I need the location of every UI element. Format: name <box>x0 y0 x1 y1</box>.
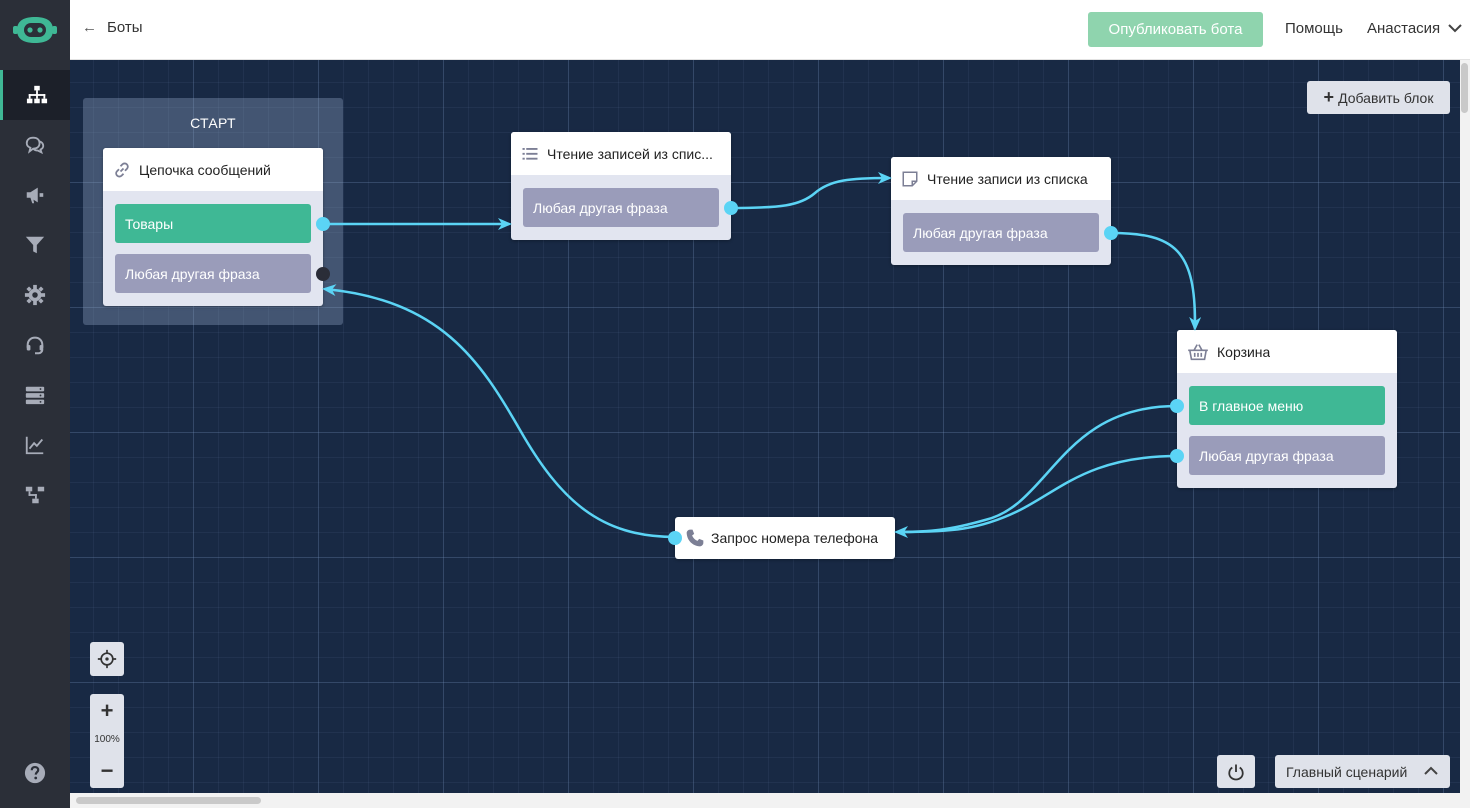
power-icon <box>1228 764 1244 780</box>
button-label: Любая другая фраза <box>1199 447 1334 464</box>
crosshair-icon <box>97 649 117 669</box>
port-phone-out[interactable] <box>668 531 682 545</box>
block-title: Запрос номера телефона <box>711 530 879 546</box>
sidebar-item-scenarios[interactable] <box>0 70 70 120</box>
start-group-label: СТАРТ <box>190 115 236 131</box>
block-header[interactable]: Корзина <box>1177 330 1397 373</box>
horizontal-scrollbar[interactable] <box>70 793 1460 808</box>
vertical-scrollbar[interactable] <box>1460 60 1470 808</box>
block-button-products[interactable]: Товары <box>115 204 311 243</box>
publish-bot-button[interactable]: Опубликовать бота <box>1088 12 1263 47</box>
button-label: В главное меню <box>1199 397 1304 414</box>
back-link-label: Боты <box>107 19 143 36</box>
center-view-button[interactable] <box>90 642 124 676</box>
top-bar: ← Боты Опубликовать бота Помощь Анастаси… <box>70 0 1470 60</box>
zoom-out-button[interactable]: − <box>100 758 114 783</box>
arrow-left-icon: ← <box>82 19 97 36</box>
chevron-down-icon <box>1448 24 1462 33</box>
hierarchy-icon <box>25 486 45 504</box>
sidebar-item-chats[interactable] <box>0 120 70 170</box>
chat-icon <box>25 136 45 155</box>
list-icon <box>521 145 539 163</box>
block-title: Чтение записей из спис... <box>547 145 713 162</box>
link-icon <box>113 161 131 179</box>
chart-icon <box>25 436 44 455</box>
basket-icon <box>1187 343 1209 361</box>
power-toggle-button[interactable] <box>1217 755 1255 788</box>
sidebar-item-filters[interactable] <box>0 220 70 270</box>
back-to-bots-link[interactable]: ← Боты <box>82 19 143 36</box>
port-main-menu[interactable] <box>1170 399 1184 413</box>
block-title: Цепочка сообщений <box>139 161 271 178</box>
zoom-level: 100% <box>94 734 120 745</box>
sidebar-item-broadcasts[interactable] <box>0 170 70 220</box>
block-header[interactable]: Чтение записи из списка <box>891 157 1111 200</box>
block-header[interactable]: Чтение записей из спис... <box>511 132 731 175</box>
block-phone-request[interactable]: Запрос номера телефона <box>675 517 895 559</box>
port-cart-any[interactable] <box>1170 449 1184 463</box>
note-icon <box>901 170 919 188</box>
block-button-any-phrase[interactable]: Любая другая фраза <box>523 188 719 227</box>
block-button-any-phrase[interactable]: Любая другая фраза <box>903 213 1099 252</box>
block-list-read-one[interactable]: Чтение записи из списка Любая другая фра… <box>891 157 1111 265</box>
port-products[interactable] <box>316 217 330 231</box>
sidebar <box>0 0 70 808</box>
port-any-phrase-start[interactable] <box>316 267 330 281</box>
block-message-chain[interactable]: Цепочка сообщений Товары Любая другая фр… <box>103 148 323 306</box>
button-label: Любая другая фраза <box>533 199 668 216</box>
help-icon[interactable] <box>24 762 46 784</box>
headset-icon <box>26 336 44 355</box>
block-list-read-many[interactable]: Чтение записей из спис... Любая другая ф… <box>511 132 731 240</box>
sitemap-icon <box>26 85 47 104</box>
block-title: Чтение записи из списка <box>927 170 1088 187</box>
vertical-scroll-thumb[interactable] <box>1461 63 1468 113</box>
sidebar-item-database[interactable] <box>0 370 70 420</box>
filter-icon <box>25 236 45 254</box>
phone-icon <box>685 528 705 548</box>
block-title: Корзина <box>1217 343 1271 360</box>
sidebar-item-analytics[interactable] <box>0 420 70 470</box>
sidebar-item-settings[interactable] <box>0 270 70 320</box>
zoom-panel: + 100% − <box>90 694 124 788</box>
chevron-up-icon <box>1424 766 1438 775</box>
port-list-one-any[interactable] <box>1104 226 1118 240</box>
button-label: Любая другая фраза <box>913 224 1048 241</box>
sidebar-item-support[interactable] <box>0 320 70 370</box>
add-block-button[interactable]: + Добавить блок <box>1307 81 1450 114</box>
gear-icon <box>24 284 46 306</box>
scenario-select[interactable]: Главный сценарий <box>1275 755 1450 788</box>
port-list-many-any[interactable] <box>724 201 738 215</box>
button-label: Любая другая фраза <box>125 265 260 282</box>
megaphone-icon <box>26 187 44 204</box>
scenario-label: Главный сценарий <box>1286 763 1408 780</box>
help-link[interactable]: Помощь <box>1285 20 1343 37</box>
block-button-main-menu[interactable]: В главное меню <box>1189 386 1385 425</box>
zoom-in-button[interactable]: + <box>100 698 114 723</box>
add-block-label: Добавить блок <box>1338 89 1434 106</box>
block-button-any-phrase[interactable]: Любая другая фраза <box>115 254 311 293</box>
horizontal-scroll-thumb[interactable] <box>76 797 261 804</box>
bot-logo-icon[interactable] <box>13 14 57 46</box>
button-label: Товары <box>125 215 174 232</box>
plus-icon: + <box>1323 87 1335 107</box>
block-header[interactable]: Цепочка сообщений <box>103 148 323 191</box>
user-menu[interactable]: Анастасия <box>1367 20 1462 37</box>
sidebar-item-integrations[interactable] <box>0 470 70 520</box>
user-name: Анастасия <box>1367 20 1441 37</box>
block-cart[interactable]: Корзина В главное меню Любая другая фраз… <box>1177 330 1397 488</box>
database-icon <box>25 386 45 405</box>
block-button-any-phrase[interactable]: Любая другая фраза <box>1189 436 1385 475</box>
